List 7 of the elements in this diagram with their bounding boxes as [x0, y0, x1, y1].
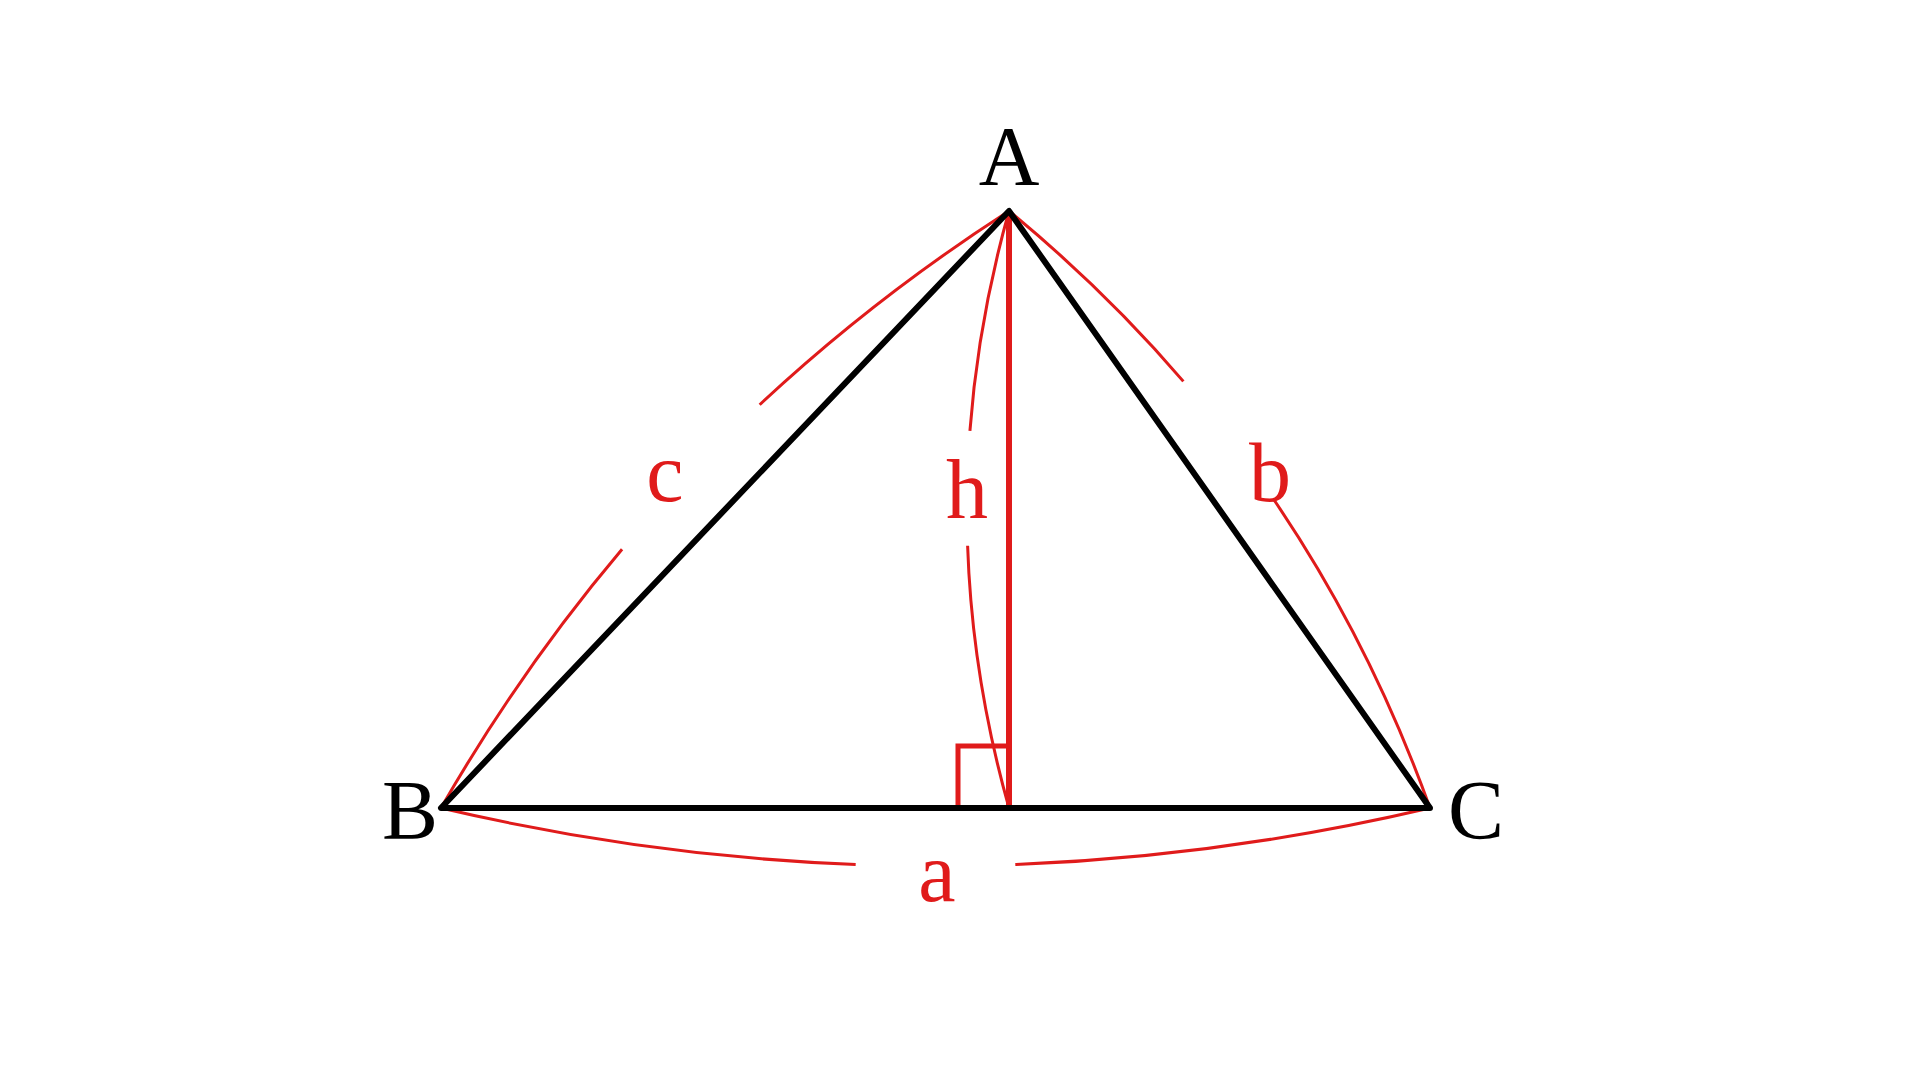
side-label: a	[918, 831, 956, 915]
height-label: h	[946, 448, 988, 532]
vertex-label: B	[382, 769, 438, 853]
side-label: b	[1249, 431, 1291, 515]
side-label: c	[646, 431, 684, 515]
vertex-label: A	[978, 115, 1040, 199]
vertex-label: C	[1448, 769, 1504, 853]
